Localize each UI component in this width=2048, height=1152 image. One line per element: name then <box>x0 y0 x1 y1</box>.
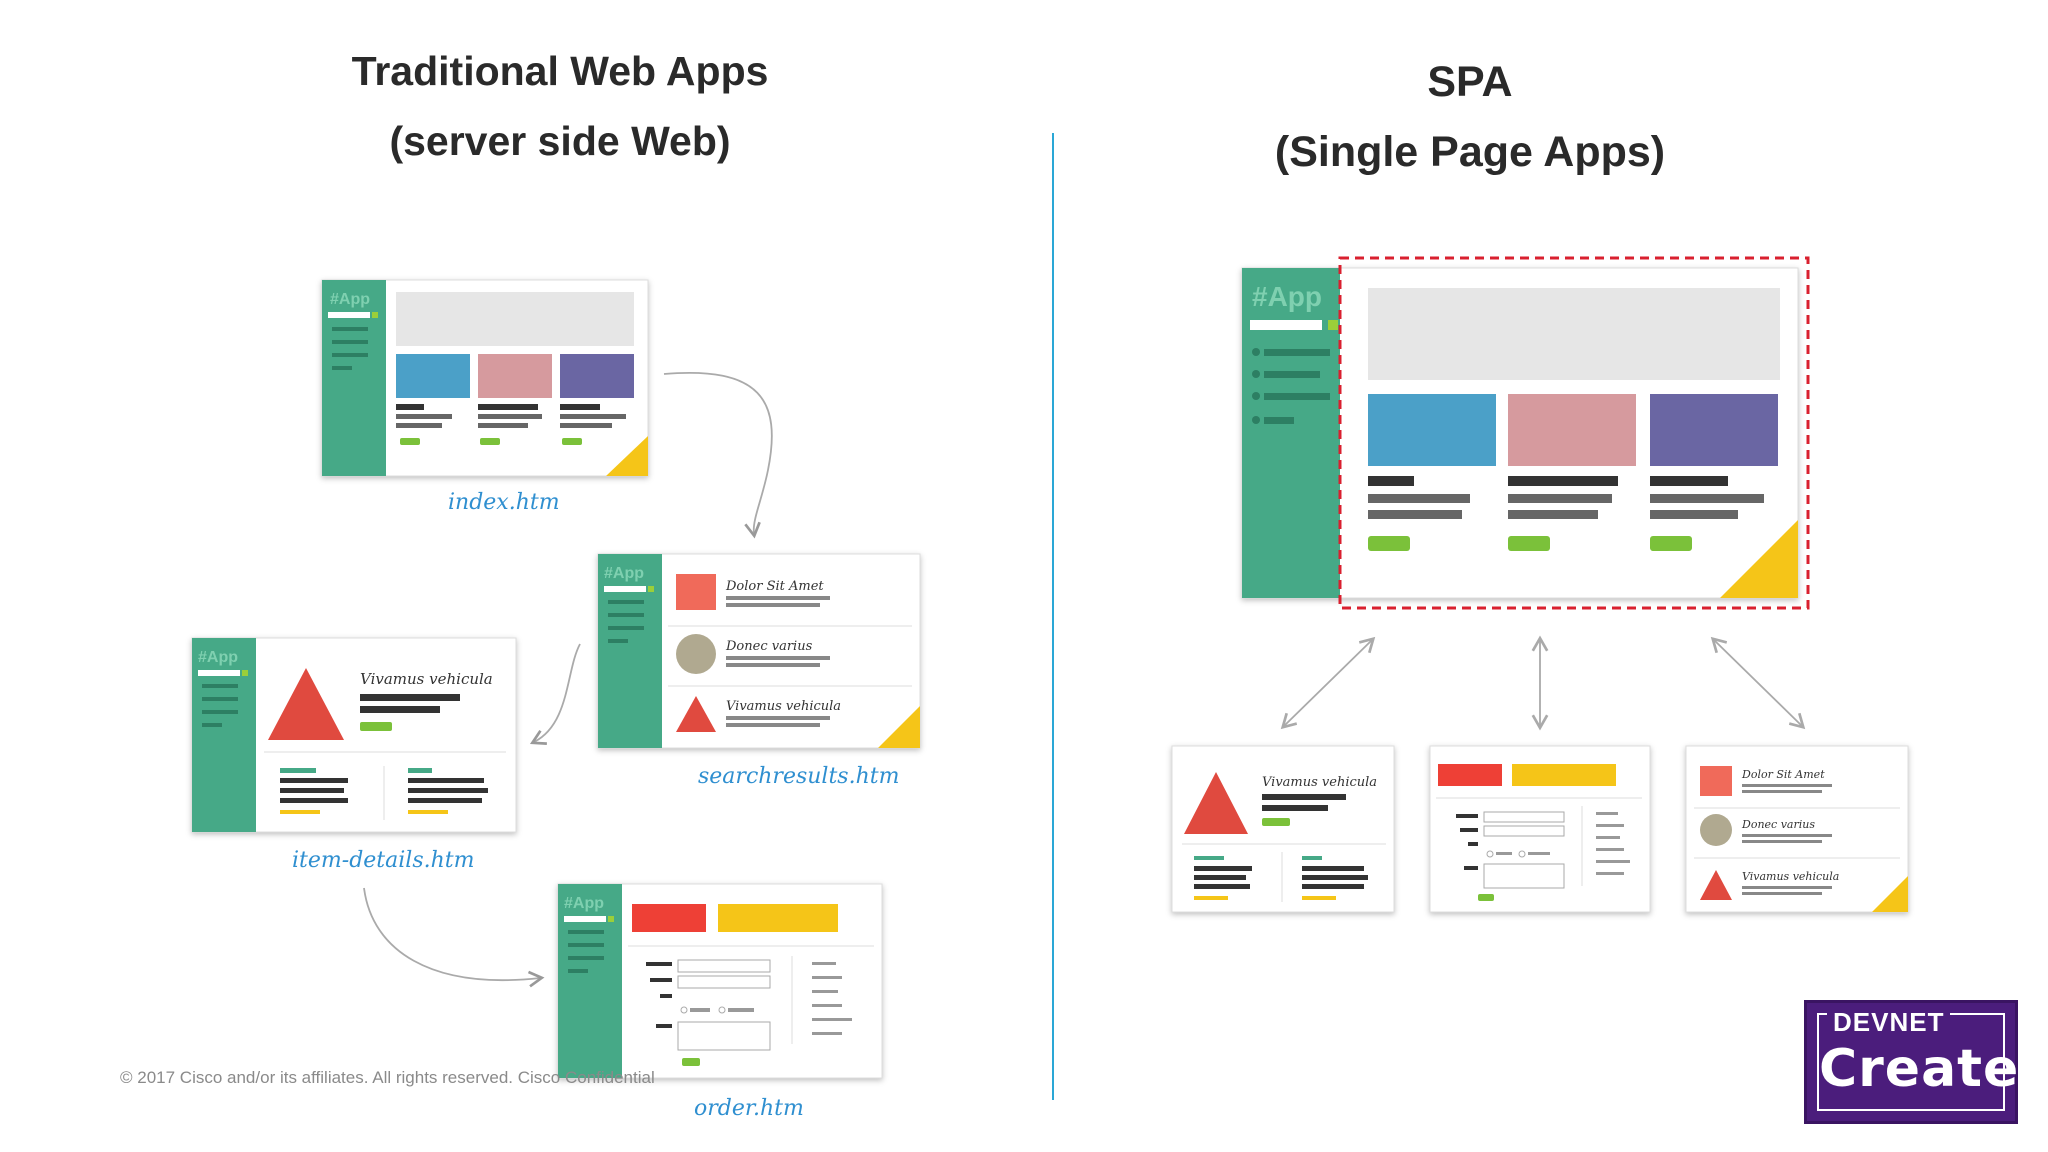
app-label: #App <box>564 895 604 912</box>
page-index-content: #App <box>322 280 648 476</box>
wireframe-text-item2: Donec varius <box>1741 818 1815 831</box>
spa-dynamic-region-highlight <box>1338 256 1810 610</box>
arrow-index-to-search <box>663 372 773 539</box>
file-label-order: order.htm <box>694 1096 804 1121</box>
file-label-item-details: item-details.htm <box>292 848 475 873</box>
arrow-search-to-details <box>529 643 581 745</box>
traditional-title: Traditional Web Apps <box>351 48 769 94</box>
wireframe-text-item3: Vivamus vehicula <box>1262 775 1377 790</box>
page-item-details-content: #App Vivamus vehicula <box>192 638 506 832</box>
sidebar <box>322 280 386 476</box>
file-label-searchresults: searchresults.htm <box>698 764 900 789</box>
wireframe-text-item1: Dolor Sit Amet <box>725 579 824 594</box>
traditional-subtitle: (server side Web) <box>389 118 731 164</box>
spa-arrow-left <box>1280 636 1376 730</box>
app-label: #App <box>1252 281 1322 312</box>
spa-view-order-content <box>1436 764 1642 901</box>
copyright-footer: © 2017 Cisco and/or its affiliates. All … <box>120 1068 655 1087</box>
wireframe-text-item2: Donec varius <box>725 639 813 654</box>
app-label: #App <box>198 649 238 666</box>
wireframe-text-item1: Dolor Sit Amet <box>1741 768 1825 781</box>
spa-view-searchresults-content: Dolor Sit Amet Donec varius Vivamus vehi… <box>1694 766 1908 912</box>
page-order-content: #App <box>558 884 874 1078</box>
center-divider <box>1052 133 1054 1100</box>
wireframe-text-item3: Vivamus vehicula <box>726 699 841 714</box>
page-searchresults-content: #App Dolor Sit Amet Donec varius Vivamus… <box>598 554 920 748</box>
wireframe-text-item3: Vivamus vehicula <box>1742 870 1839 883</box>
spa-app-content: #App <box>1242 256 1810 610</box>
spa-subtitle: (Single Page Apps) <box>1274 128 1666 176</box>
spa-title: SPA <box>1427 58 1513 106</box>
spa-view-details-content: Vivamus vehicula <box>1182 772 1386 902</box>
logo-create-text: Create <box>1819 1039 2020 1099</box>
wireframe-text-item3: Vivamus vehicula <box>360 670 493 688</box>
logo-devnet-text: DEVNET <box>1827 1007 1951 1038</box>
app-label: #App <box>330 291 370 308</box>
spa-arrow-right <box>1710 636 1806 730</box>
arrow-details-to-order <box>363 887 545 988</box>
app-label: #App <box>604 565 644 582</box>
file-label-index: index.htm <box>448 490 560 515</box>
devnet-create-logo: DEVNET Create <box>1804 1000 2018 1124</box>
